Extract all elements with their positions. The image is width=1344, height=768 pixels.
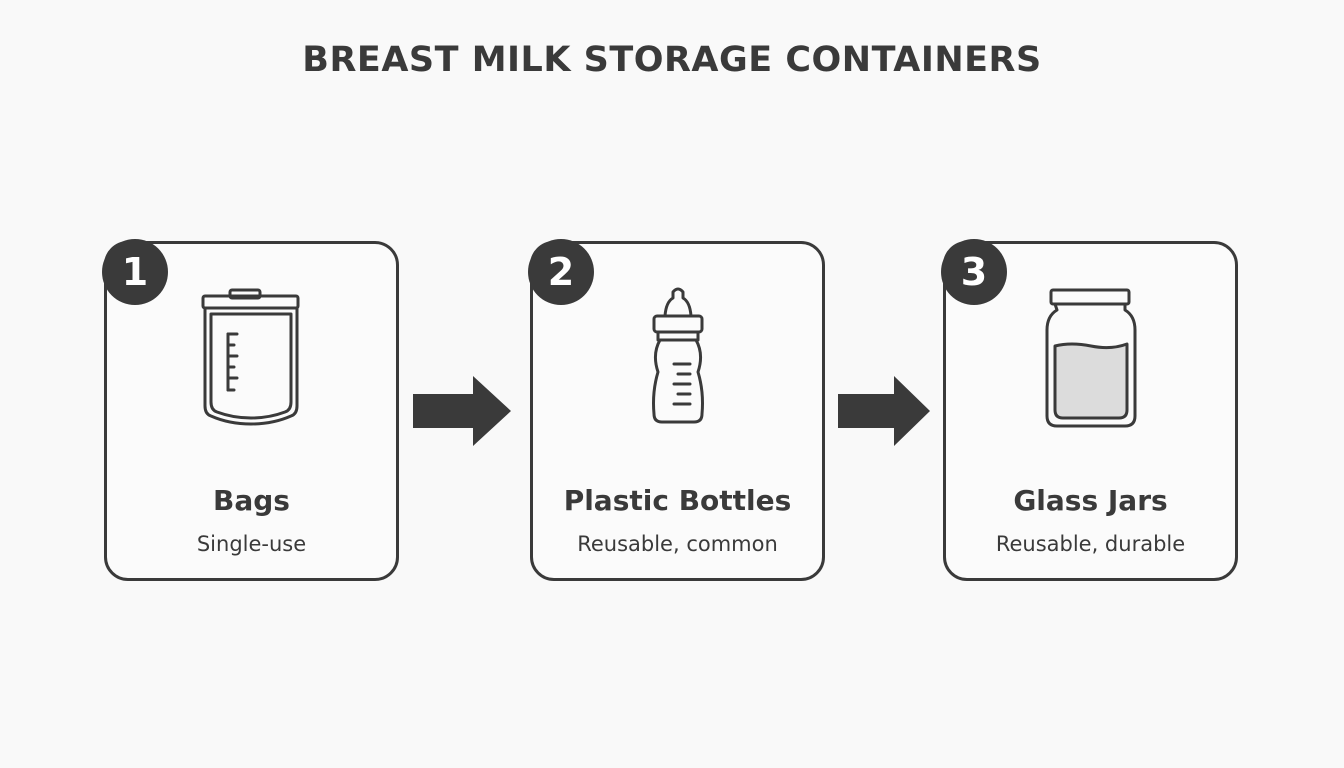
baby-bottle-icon xyxy=(533,284,822,434)
step-label: Plastic Bottles xyxy=(563,484,792,517)
step-number-badge: 3 xyxy=(941,239,1007,305)
step-description: Single-use xyxy=(196,532,307,556)
step-card-glass-jars: 3 Glass Jars Reusable, durable xyxy=(941,239,1238,581)
storage-bag-icon xyxy=(107,284,396,434)
glass-jar-icon xyxy=(946,284,1235,434)
step-description: Reusable, common xyxy=(577,532,778,556)
diagram-title: BREAST MILK STORAGE CONTAINERS xyxy=(302,40,1042,80)
step-label: Glass Jars xyxy=(1013,484,1168,517)
step-description: Reusable, durable xyxy=(995,532,1186,556)
step-card-bags: 1 Bags Single-use xyxy=(102,239,399,581)
right-arrow-icon xyxy=(838,376,930,446)
step-label: Bags xyxy=(213,484,290,517)
step-number-badge: 2 xyxy=(528,239,594,305)
step-card-plastic-bottles: 2 Plastic Bottles Reusable, common xyxy=(528,239,825,581)
right-arrow-icon xyxy=(413,376,511,446)
step-number-badge: 1 xyxy=(102,239,168,305)
